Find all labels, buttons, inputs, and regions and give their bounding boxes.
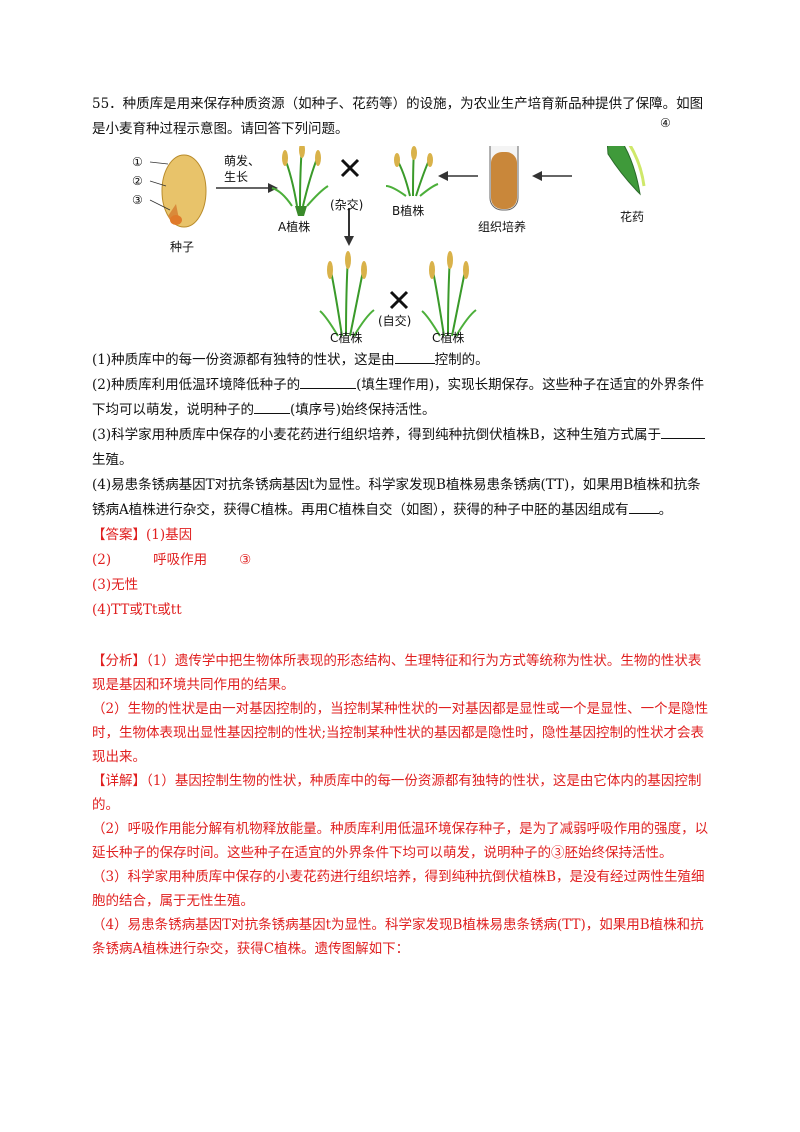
seed-label: 种子 [170, 240, 195, 254]
grow-label: 生长 [224, 170, 249, 184]
tissue-culture-label: 组织培养 [478, 220, 527, 234]
detail-p3: （3）科学家用种质库中保存的小麦花药进行组织培养，得到纯种抗倒伏植株B，是没有经… [92, 869, 705, 909]
wheat-plant-c1-icon [319, 251, 375, 337]
anther-part-label: ④ [660, 116, 671, 130]
answer-blank-3 [254, 399, 290, 414]
analysis-p2: （2）生物的性状是由一对基因控制的，当控制某种性状的一对基因都是显性或一个是显性… [92, 701, 709, 765]
detail-tag: 【详解】 [92, 773, 146, 789]
detail-p4: （4）易患条锈病基因T对抗条锈病基因t为显性。科学家发现B植株易患条锈病(TT)… [92, 917, 704, 957]
germinate-label: 萌发、 [224, 154, 261, 168]
answer-blank-4 [661, 424, 706, 439]
plant-b-label: B植株 [392, 204, 425, 218]
anther-icon [606, 146, 646, 196]
question-stem: 55．种质库是用来保存种质资源（如种子、花药等）的设施，为农业生产培育新品种提供… [92, 96, 704, 137]
answer-blank-2 [300, 374, 357, 389]
anther-label: 花药 [620, 210, 645, 224]
question-1: (1)种质库中的每一份资源都有独特的性状，这是由控制的。 [92, 348, 714, 373]
answer-blank-5 [628, 499, 659, 514]
document-page: 55．种质库是用来保存种质资源（如种子、花药等）的设施，为农业生产培育新品种提供… [92, 92, 714, 961]
cross-hybrid-label: (杂交) [330, 198, 364, 212]
wheat-plant-a-icon [271, 146, 329, 216]
answer-tag: 【答案】 [92, 527, 146, 543]
plant-a-label: A植株 [278, 220, 311, 234]
plant-c2-label: C植株 [432, 331, 465, 345]
answer-1: 【答案】(1)基因 [92, 527, 193, 543]
detail-p2: （2）呼吸作用能分解有机物释放能量。种质库利用低温环境保存种子，是为了减弱呼吸作… [92, 821, 709, 861]
seed-icon [161, 154, 207, 228]
question-2: (2)种质库利用低温环境降低种子的(填生理作用)，实现长期保存。这些种子在适宜的… [92, 373, 714, 423]
wheat-plant-b-icon [385, 146, 439, 197]
answer-4: (4)TT或Tt或tt [92, 602, 182, 618]
diagram-graphics [149, 146, 646, 337]
self-cross-label: (自交) [378, 314, 412, 328]
question-3: (3)科学家用种质库中保存的小麦花药进行组织培养，得到纯种抗倒伏植株B，这种生殖… [92, 423, 714, 473]
breeding-diagram: ① ② ③ 种子 萌发、 生长 A植株 (杂交) B植株 组织培养 花药 ④ C… [92, 116, 714, 346]
answer-blank-1 [394, 349, 435, 364]
analysis-p1: 【分析】（1）遗传学中把生物体所表现的形态结构、生理特征和行为方式等统称为性状。… [92, 653, 702, 693]
test-tube-icon [489, 146, 519, 211]
wheat-plant-c2-icon [421, 251, 477, 337]
seed-part-2-label: ② [132, 174, 143, 188]
plant-c1-label: C植株 [330, 331, 363, 345]
answer-3: (3)无性 [92, 577, 139, 593]
analysis-tag: 【分析】 [92, 653, 146, 669]
seed-part-3-label: ③ [132, 193, 143, 207]
detail-p1: 【详解】（1）基因控制生物的性状，种质库中的每一份资源都有独特的性状，这是由它体… [92, 773, 702, 813]
seed-part-1-label: ① [132, 155, 143, 169]
question-4: (4)易患条锈病基因T对抗条锈病基因t为显性。科学家发现B植株易患条锈病(TT)… [92, 477, 701, 518]
